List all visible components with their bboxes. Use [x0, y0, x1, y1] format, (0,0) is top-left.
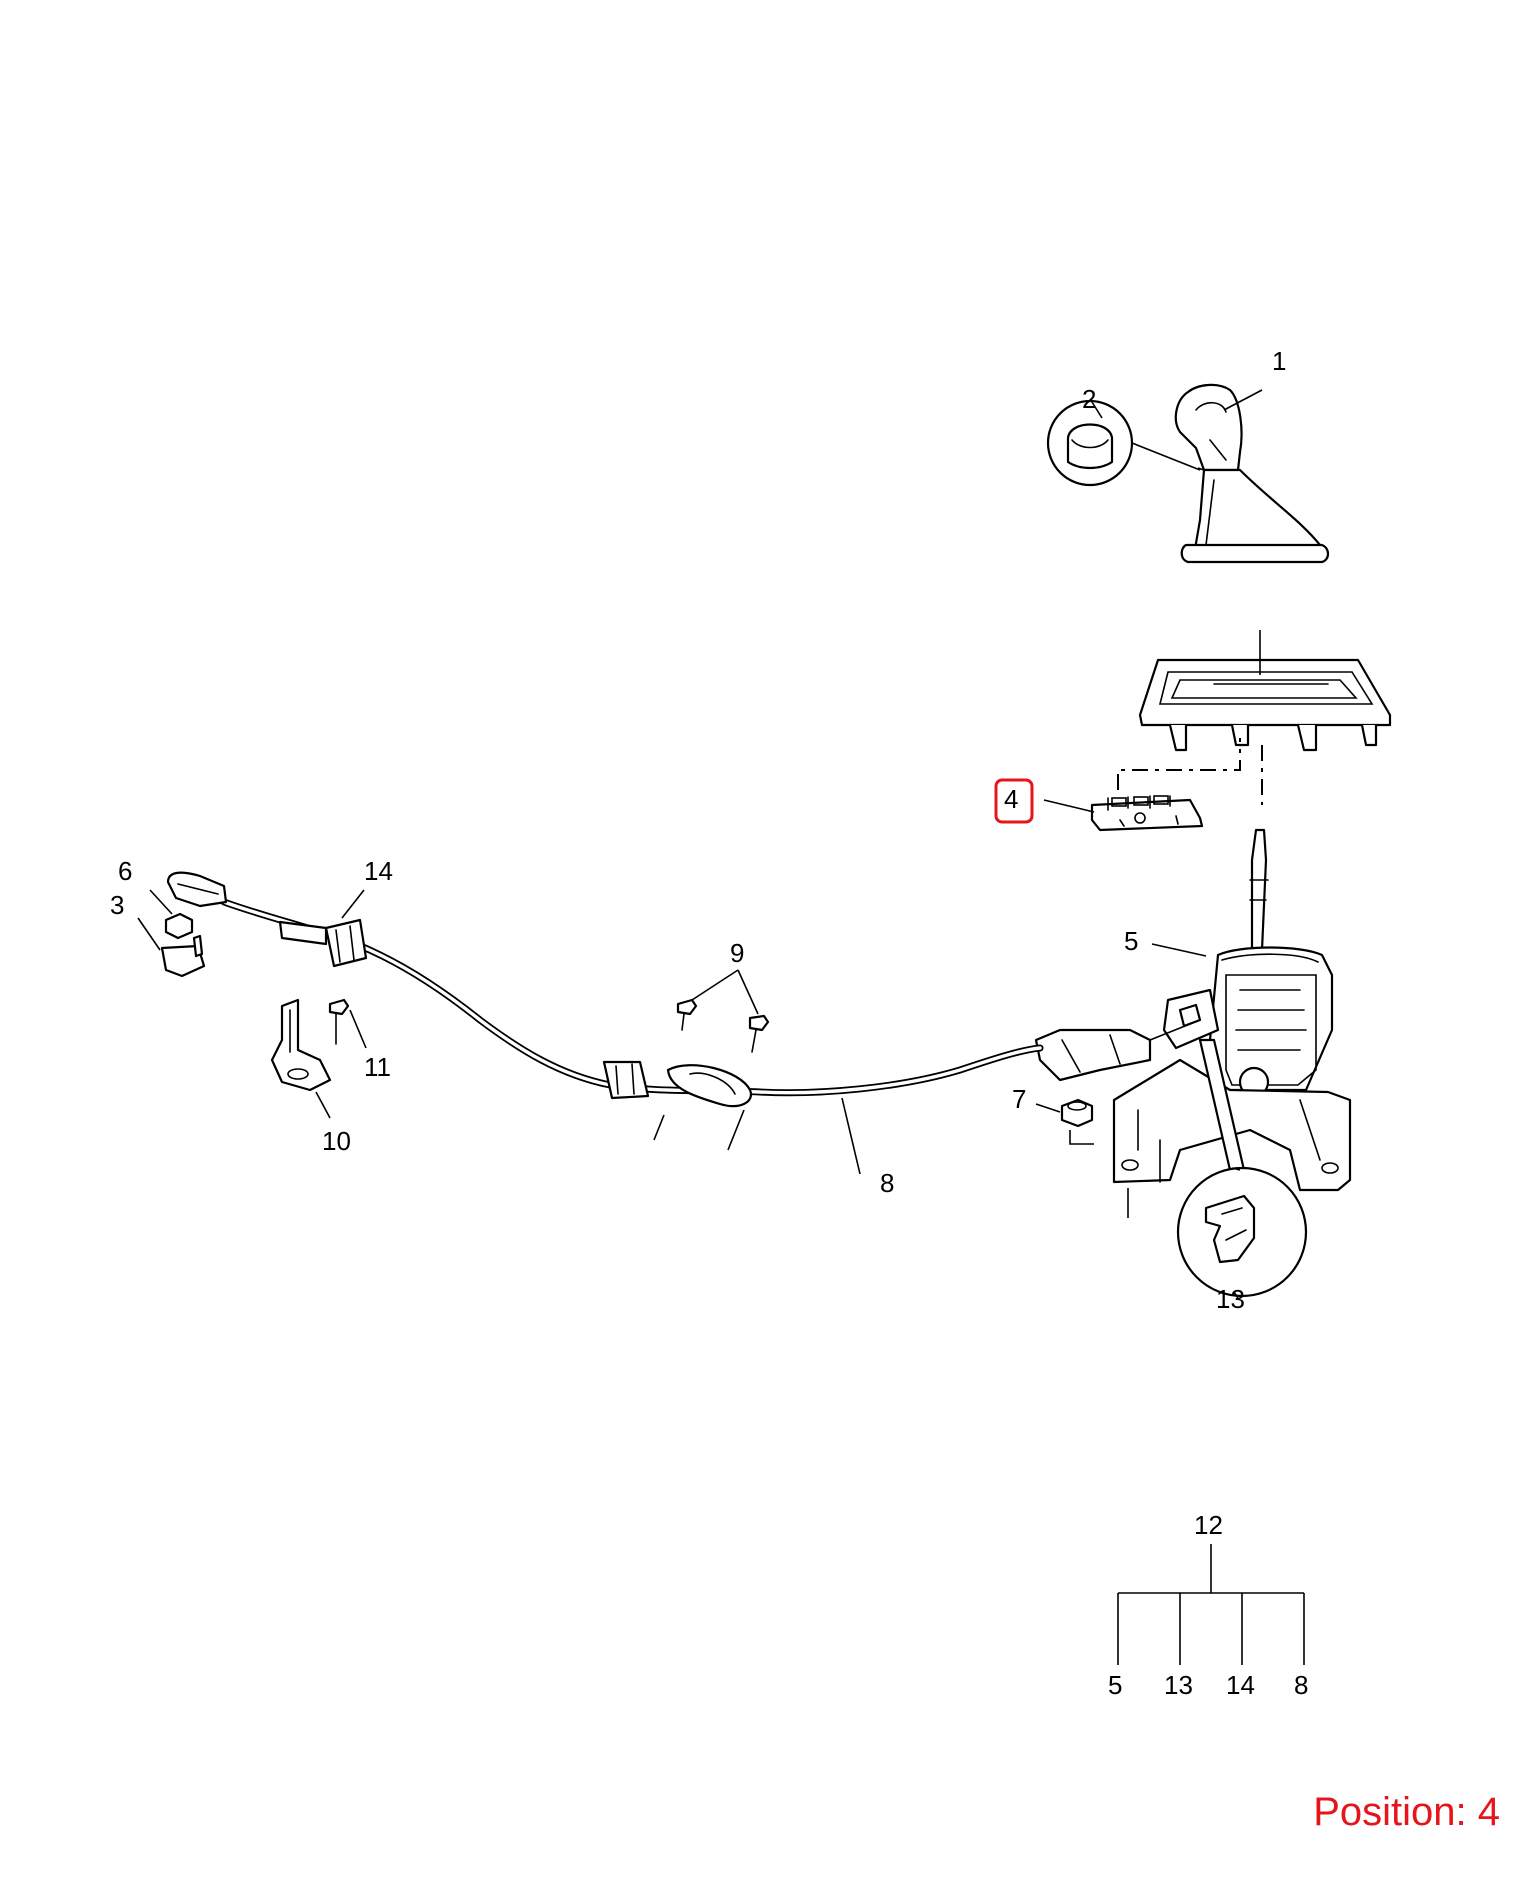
callout-12[interactable]: 12 — [1194, 1510, 1223, 1540]
callout-5[interactable]: 5 — [1124, 926, 1138, 956]
shift-knob-part — [1174, 383, 1330, 564]
callout-2[interactable]: 2 — [1082, 384, 1096, 414]
leader-4 — [1043, 799, 1095, 813]
leader-2 — [1091, 401, 1103, 419]
leader-1 — [1223, 389, 1263, 411]
callout-11[interactable]: 11 — [364, 1052, 391, 1082]
bolt-pair-part — [676, 969, 770, 1053]
kit-item-13[interactable]: 13 — [1164, 1670, 1193, 1700]
nut-part — [1060, 1098, 1129, 1218]
leader-7 — [1035, 1103, 1061, 1113]
callout-7[interactable]: 7 — [1012, 1084, 1026, 1114]
callout-13[interactable]: 13 — [1216, 1284, 1245, 1314]
clip-detail-part — [1046, 399, 1205, 487]
callout-8[interactable]: 8 — [880, 1168, 894, 1198]
position-label: Position: 4 — [1313, 1790, 1500, 1834]
kit-item-8[interactable]: 8 — [1294, 1670, 1308, 1700]
leader-13 — [1233, 1291, 1239, 1299]
callout-4[interactable]: 4 — [1004, 784, 1018, 814]
leader-5 — [1151, 943, 1207, 957]
callout-9[interactable]: 9 — [730, 938, 744, 968]
highlight-box — [994, 778, 1034, 824]
callout-6[interactable]: 6 — [118, 856, 132, 886]
indicator-module-part — [1090, 795, 1204, 832]
bracket-part — [270, 998, 367, 1119]
cable-adjuster-part — [278, 889, 368, 968]
shifter-assembly-part — [1034, 828, 1352, 1192]
kit-tree — [1117, 1544, 1305, 1665]
kit-item-5[interactable]: 5 — [1108, 1670, 1122, 1700]
retainer-detail-part — [1176, 1166, 1308, 1298]
kit-item-14[interactable]: 14 — [1226, 1670, 1255, 1700]
console-bezel-part — [1138, 630, 1392, 752]
callout-3[interactable]: 3 — [110, 890, 124, 920]
callout-14[interactable]: 14 — [364, 856, 393, 886]
callout-10[interactable]: 10 — [322, 1126, 351, 1156]
callout-1[interactable]: 1 — [1272, 346, 1286, 376]
cable-end-part — [137, 871, 228, 978]
